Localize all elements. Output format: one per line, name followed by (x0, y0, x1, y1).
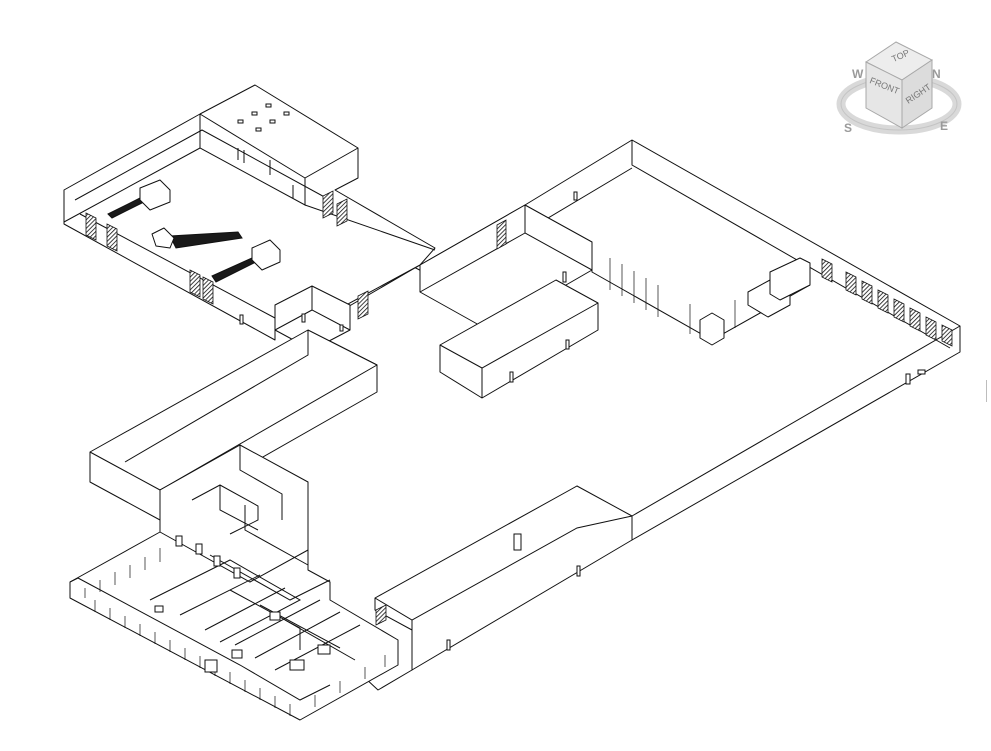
south-dock-annex (374, 485, 633, 671)
viewcube-graphic: TOP FRONT RIGHT S W N E (836, 41, 962, 135)
right-dock-wing (573, 191, 953, 385)
utility-rooms (274, 285, 351, 351)
office-cluster (69, 444, 399, 721)
center-freestanding-block (439, 279, 599, 399)
panel-resize-handle[interactable] (986, 380, 991, 402)
compass-north-label[interactable]: N (932, 67, 941, 81)
cube-right-face[interactable] (901, 59, 933, 129)
truck-bay-building (63, 84, 436, 341)
compass-east-label[interactable]: E (940, 119, 948, 133)
viewcube-navigation[interactable]: TOP FRONT RIGHT S W N E (836, 36, 962, 140)
compass-west-label[interactable]: W (852, 67, 864, 81)
compass-south-label[interactable]: S (844, 121, 852, 135)
